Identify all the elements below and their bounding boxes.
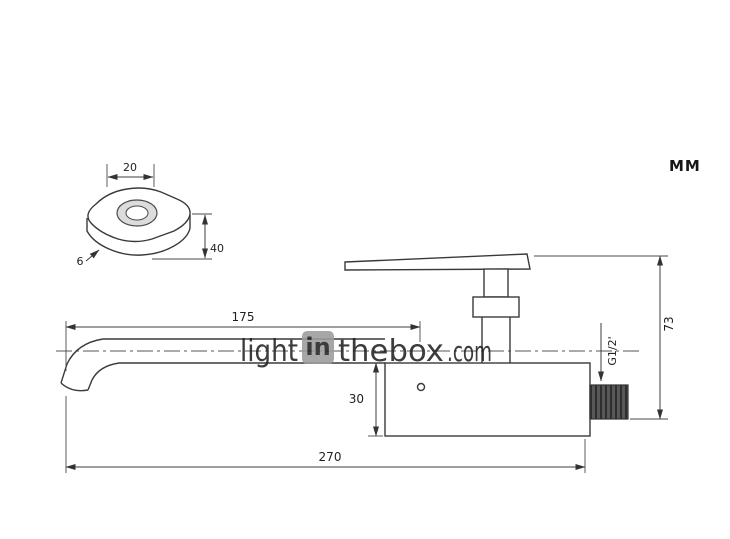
plate-side-thickness <box>86 215 191 256</box>
plate-hole-inner <box>125 205 149 221</box>
handle-stem <box>483 268 509 298</box>
faucet-body <box>384 362 591 437</box>
thread-nipple <box>589 384 629 420</box>
body-rect <box>384 362 591 437</box>
watermark-part1: light <box>240 334 298 369</box>
watermark-part2: thebox <box>338 334 444 369</box>
dimension-plate-thickness: 6 <box>77 249 100 268</box>
body-screw-hole <box>416 382 426 392</box>
dim-spout-reach-label: 175 <box>232 310 255 324</box>
handle-lever <box>344 253 531 363</box>
valve-bonnet <box>472 296 520 318</box>
watermark: light in thebox .com <box>240 331 492 369</box>
spout-inner-curve <box>87 362 120 391</box>
dim-plate-thickness-label: 6 <box>77 255 84 268</box>
dim-plate-top-width-label: 20 <box>123 161 137 174</box>
unit-label: MM <box>669 157 701 175</box>
thread-size-label: G1/2' <box>606 336 619 365</box>
dim-plate-side-label: 40 <box>210 242 224 255</box>
handle-bar <box>344 253 531 271</box>
thread-size-callout: G1/2' <box>598 323 619 382</box>
dimension-overall-height: 73 <box>534 255 676 420</box>
spout-outer-curve <box>60 338 104 384</box>
watermark-in-box <box>302 331 334 364</box>
dimension-body-height: 30 <box>349 362 383 437</box>
dim-overall-length-label: 270 <box>319 450 342 464</box>
dimension-plate-top-width: 20 <box>106 161 155 187</box>
spout-tip-cap <box>60 382 89 392</box>
wall-plate-view <box>86 187 191 256</box>
watermark-boxed-text: in <box>305 333 330 361</box>
dim-overall-height-label: 73 <box>662 316 676 331</box>
dimension-spout-reach: 175 <box>65 310 421 371</box>
faucet-side-view: G1/2' <box>56 253 640 437</box>
dimension-overall-length: 270 <box>65 396 586 473</box>
dim-body-height-label: 30 <box>349 392 364 406</box>
spout <box>60 338 385 392</box>
watermark-part3: .com <box>447 335 492 368</box>
leader-line <box>85 249 100 262</box>
dimension-plate-side: 40 <box>152 213 224 260</box>
nipple-knurled <box>589 384 629 420</box>
